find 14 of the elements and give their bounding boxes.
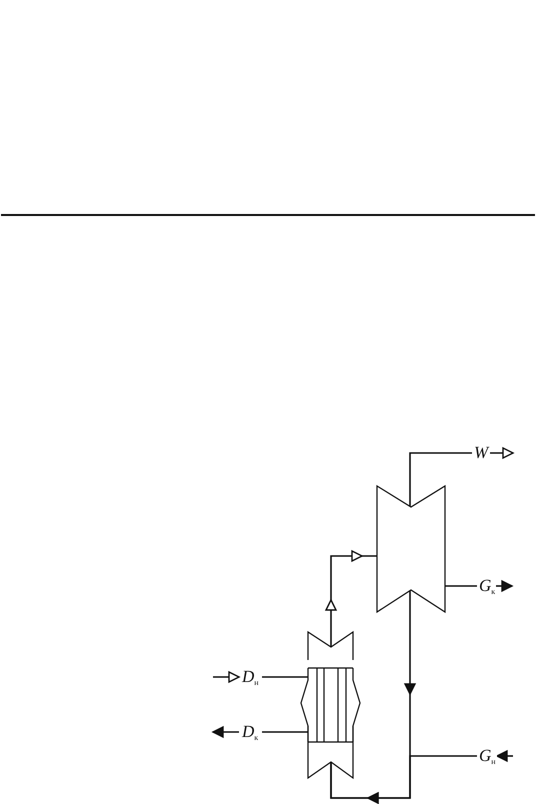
flow-arrow — [495, 750, 513, 762]
stream-label: G$_{н}$ — [478, 747, 497, 765]
stream-label: G$_{к}$ — [478, 577, 496, 595]
stream-label: D$_{к}$ — [241, 723, 260, 741]
flow-arrow — [490, 446, 515, 460]
flow-line — [262, 676, 308, 678]
flow-line — [445, 585, 477, 587]
flow-arrow — [330, 590, 416, 804]
flow-line — [409, 452, 472, 507]
flow-arrow — [496, 580, 514, 592]
flow-arrow — [211, 726, 239, 738]
flow-arrow — [213, 670, 241, 684]
flow-arrow — [324, 550, 377, 647]
flow-line — [262, 731, 308, 733]
